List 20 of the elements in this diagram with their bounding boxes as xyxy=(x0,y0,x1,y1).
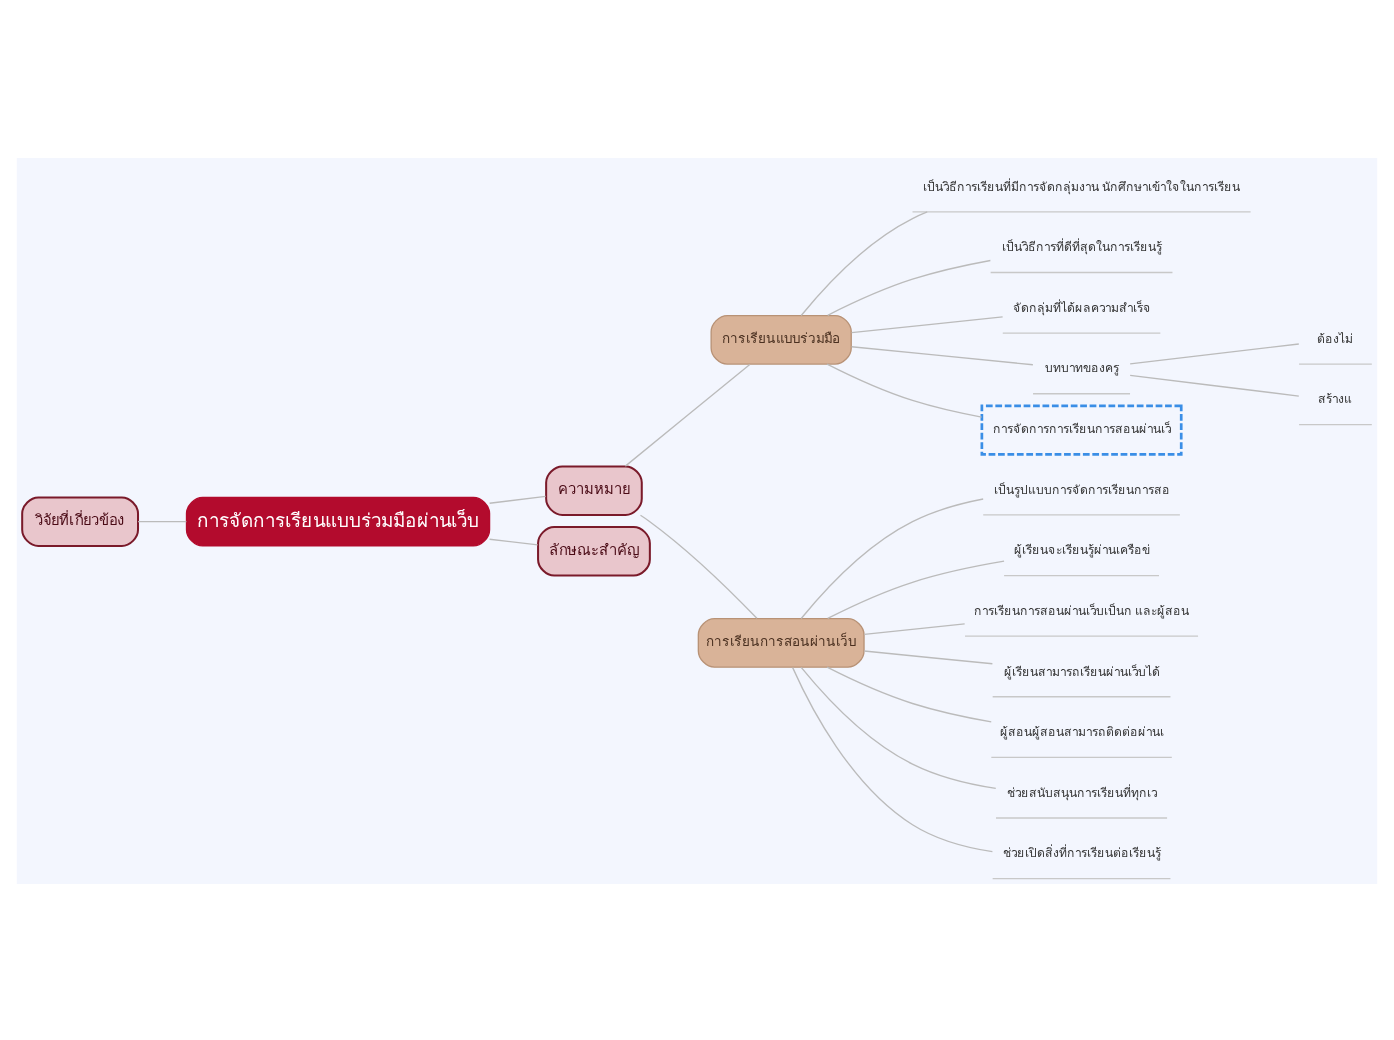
connector xyxy=(863,622,966,635)
connector xyxy=(800,665,997,789)
connector xyxy=(639,513,758,618)
connector xyxy=(827,559,1005,619)
connector xyxy=(488,494,547,503)
connector xyxy=(792,665,994,852)
connector xyxy=(850,315,1004,333)
connector xyxy=(488,537,539,545)
connector xyxy=(1129,373,1300,396)
node-box: การจัดการเรียนแบบร่วมมือผ่านเว็บ xyxy=(185,495,491,546)
connector xyxy=(850,345,1034,365)
connector xyxy=(624,362,751,466)
connector xyxy=(800,497,984,619)
connector xyxy=(826,362,983,417)
connector xyxy=(1129,342,1300,364)
connector xyxy=(800,210,928,316)
connector xyxy=(137,520,188,522)
connector xyxy=(826,665,992,722)
connector xyxy=(863,649,994,664)
connector xyxy=(827,258,992,315)
